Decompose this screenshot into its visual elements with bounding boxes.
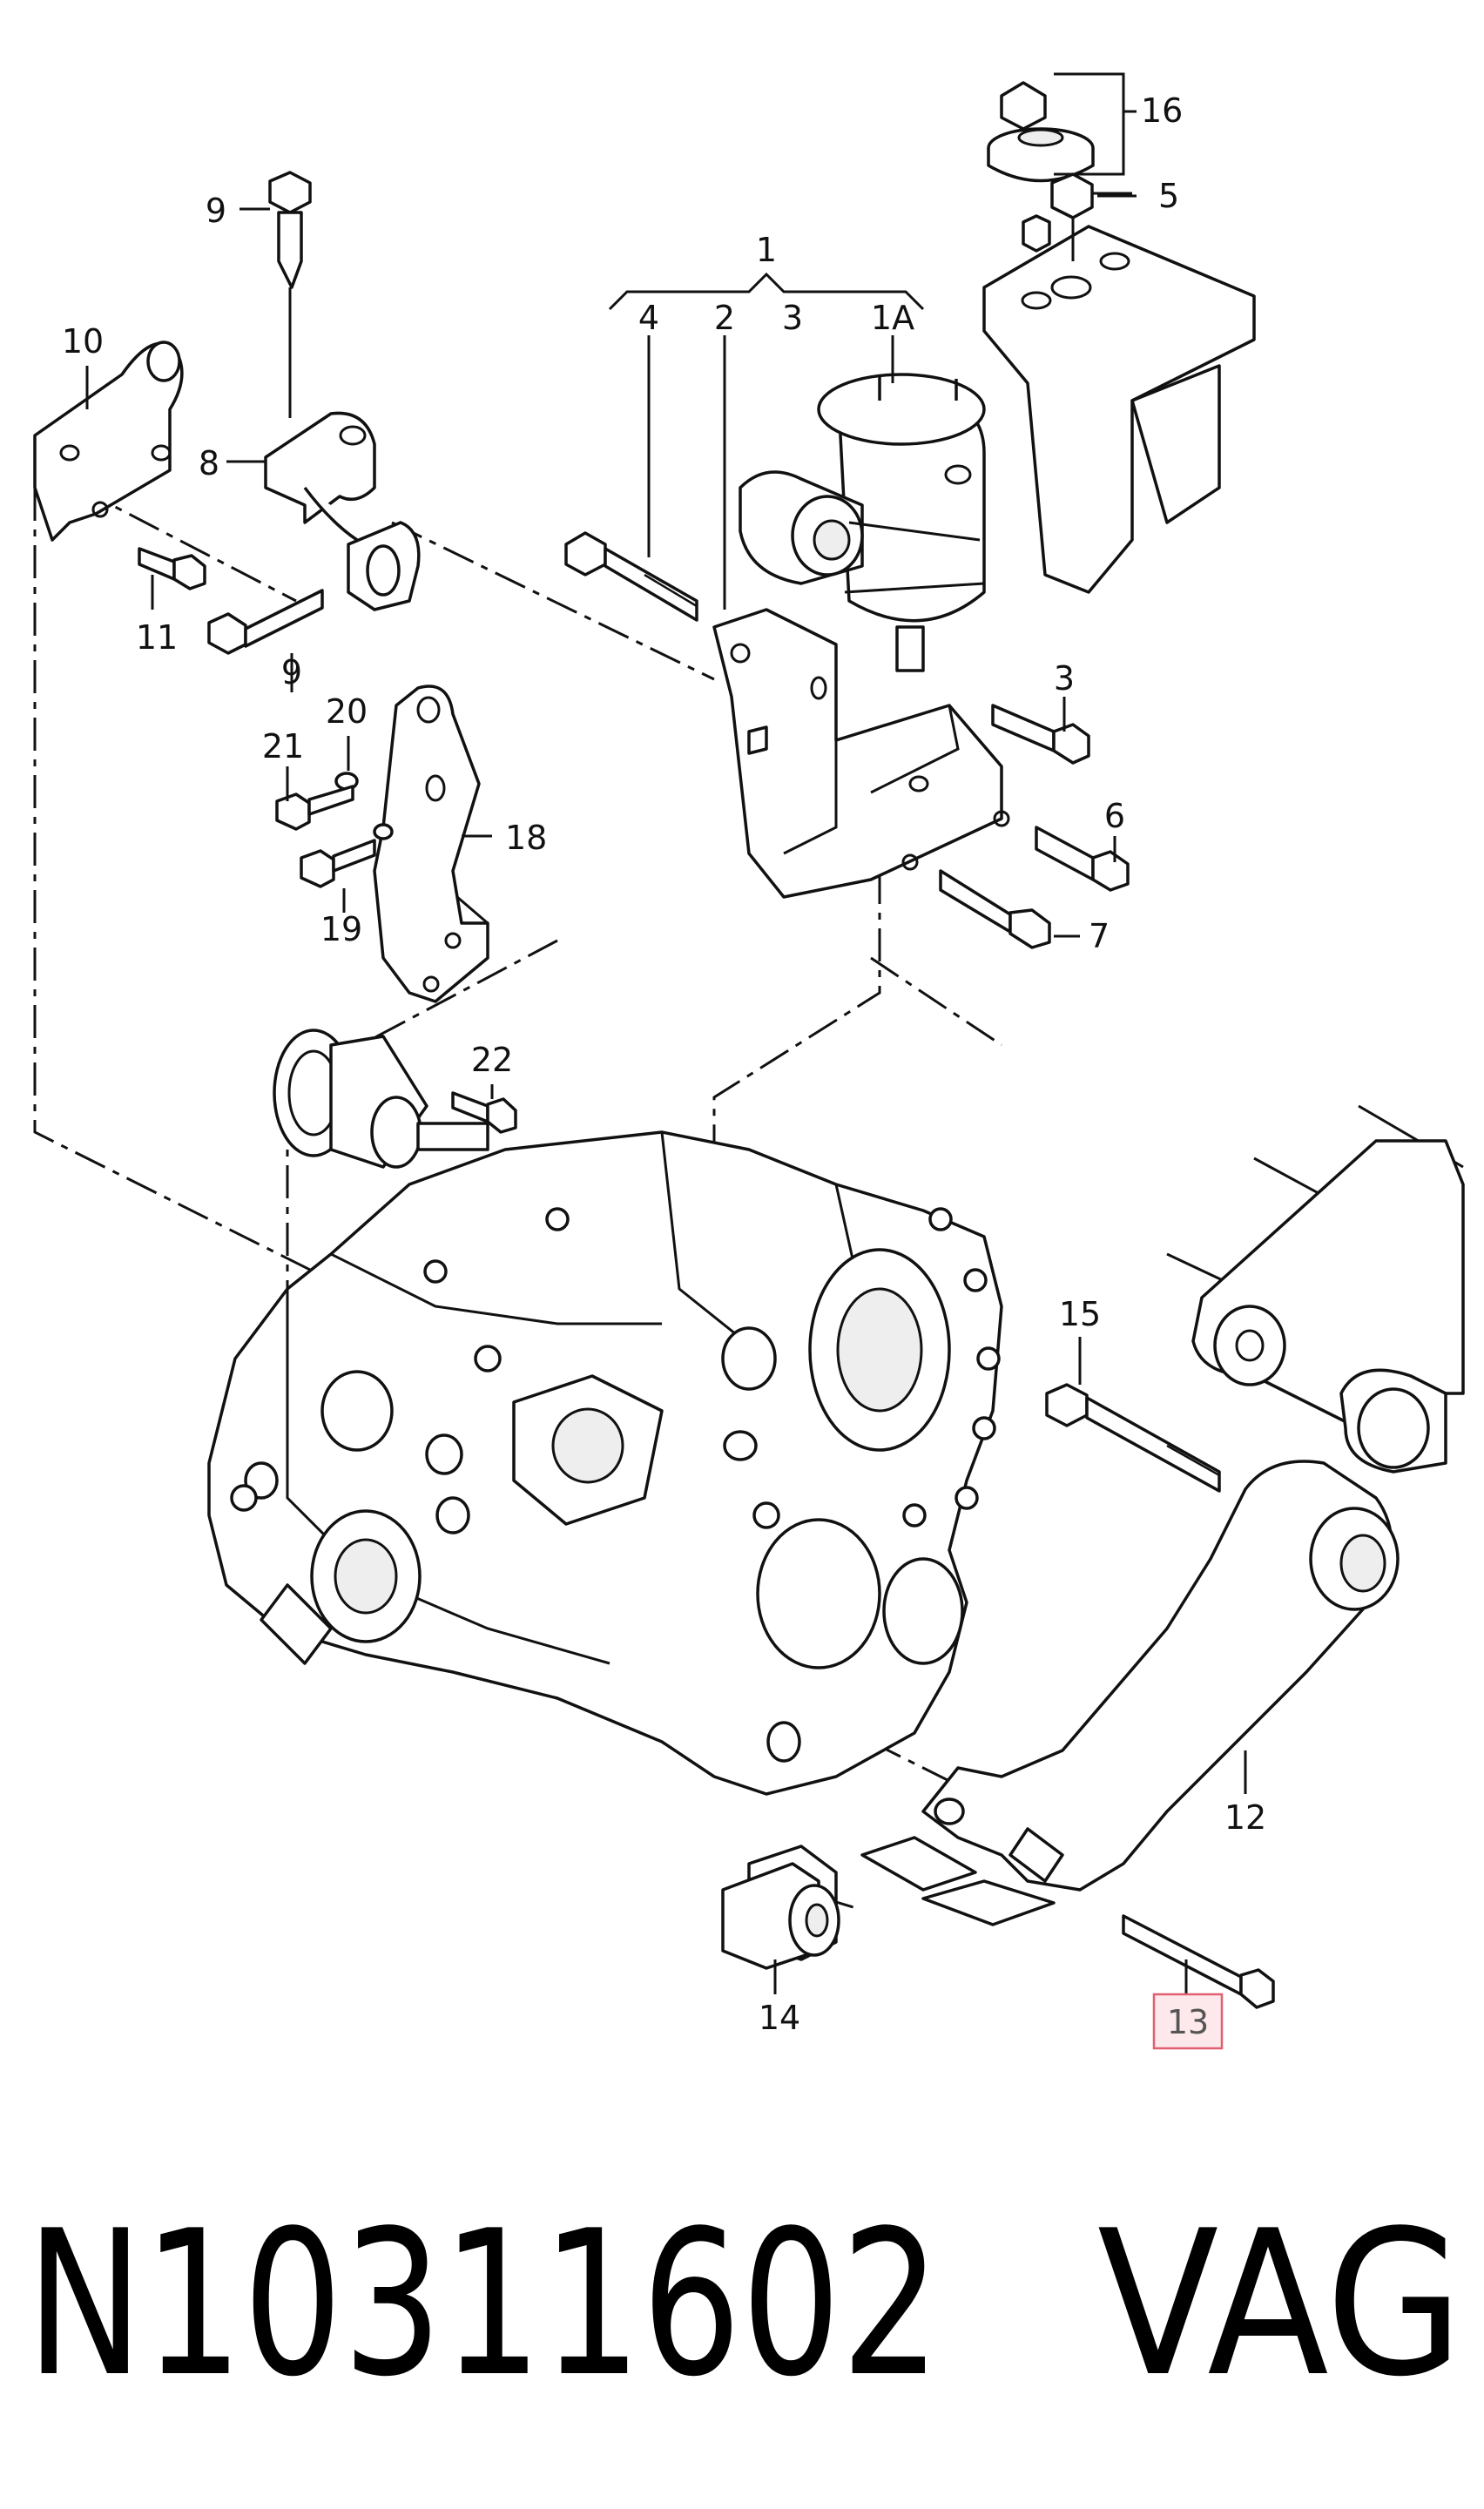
part-12-pendulum-support: [860, 1460, 1400, 1926]
callout-19: 19: [320, 910, 362, 948]
callout-9-bottom: 9: [281, 653, 302, 691]
callout-13: 13: [1167, 2003, 1209, 2041]
callout-2: 2: [714, 299, 735, 337]
callout-21: 21: [262, 727, 304, 766]
part-9-bolt-lower: [207, 589, 324, 655]
brand-name: VAG: [1097, 2189, 1463, 2421]
upper-right-bracket: [982, 172, 1256, 594]
callout-3-right: 3: [1054, 659, 1075, 698]
part-11-bolt: [138, 547, 206, 590]
part-18-support-bracket: [373, 685, 489, 1003]
subframe: [1166, 1104, 1465, 1474]
callout-11: 11: [136, 618, 178, 657]
callout-4: 4: [638, 299, 659, 337]
part-number: N10311602: [26, 2189, 941, 2421]
callout-9-top: 9: [206, 192, 226, 230]
callout-bracket-1: [608, 272, 925, 311]
part-21-bolt: [275, 785, 354, 831]
part-19-bolt: [300, 823, 394, 888]
callout-16: 16: [1141, 91, 1183, 130]
part-22-bolt: [451, 1091, 517, 1134]
part-9-bolt-upper: [268, 171, 312, 418]
part-15-bolt: [1045, 1383, 1221, 1493]
part-4-bolt: [564, 531, 698, 622]
callout-1: 1: [756, 231, 777, 269]
part-16-rubber-mount: [987, 72, 1137, 183]
callout-13-highlight: [1152, 1993, 1224, 2050]
gearbox-housing: [207, 1130, 1003, 1796]
part-13-bolt: [1122, 1914, 1275, 2009]
callout-7: 7: [1089, 917, 1110, 955]
callout-1a: 1A: [871, 299, 914, 337]
part-3-bolt: [991, 704, 1090, 765]
callout-18: 18: [505, 819, 547, 857]
drive-flange: [273, 1029, 489, 1169]
part-8-torque-link: [264, 411, 421, 611]
callout-14: 14: [759, 1999, 800, 2037]
callout-8: 8: [199, 444, 219, 482]
part-6-bolt: [1035, 826, 1130, 892]
callout-12: 12: [1224, 1798, 1266, 1837]
leader-lines: [85, 194, 1247, 1994]
callout-labels: 1 4 2 3 1A 3 5 16 6 7 10 9 8 11 9 20 21 …: [62, 91, 1266, 2050]
part-14-bush: [721, 1845, 840, 1970]
callout-5: 5: [1158, 177, 1179, 215]
part-2-gearbox-bracket: [712, 608, 1010, 899]
callout-20: 20: [326, 692, 368, 731]
callout-10: 10: [62, 322, 104, 361]
part-7-bolt: [939, 869, 1051, 949]
part-10-bracket: [33, 341, 184, 542]
callout-3-top: 3: [782, 299, 803, 337]
part-1a-engine-mount: [739, 373, 986, 672]
callout-22: 22: [471, 1041, 513, 1079]
callout-15: 15: [1059, 1295, 1101, 1333]
callout-6: 6: [1104, 797, 1125, 835]
